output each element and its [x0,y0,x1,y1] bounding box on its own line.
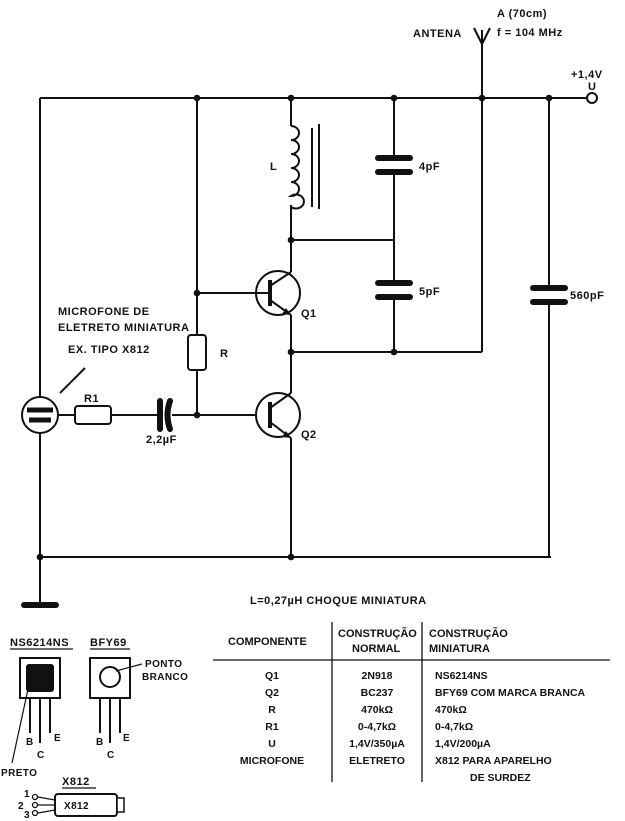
capacitor-4pf-label: 4pF [419,161,440,173]
antenna-label: ANTENA [413,28,462,40]
table-cell: 0-4,7kΩ [358,721,396,733]
x812-title: X812 [62,776,90,788]
table-header-miniatura-line2: MINIATURA [429,643,490,655]
transistor-q1-label: Q1 [301,308,317,320]
table-cell: R [268,704,276,716]
x812-body-label: X812 [64,801,89,812]
components-table: COMPONENTE CONSTRUÇÃO NORMAL CONSTRUÇÃO … [213,622,610,784]
microphone-label-line2: ELETRETO MINIATURA [58,322,189,334]
ponto-branco-label-line2: BRANCO [142,672,188,683]
table-cell: DE SURDEZ [470,772,531,784]
resistor-r1 [74,405,112,425]
bfy69-pin-e: E [123,733,130,744]
microphone-pointer [59,367,86,394]
capacitor-coupling-label: 2,2µF [146,434,177,446]
capacitor-560pf [530,285,568,305]
antenna-length-label: A (70cm) [497,8,547,20]
table-cell: Q1 [265,670,279,682]
ns6214ns-title: NS6214NS [10,637,69,649]
table-rows: Q1 2N918 NS6214NS Q2 BC237 BFY69 COM MARCA BR… [240,670,586,784]
ns6214ns-pin-e: E [54,733,61,744]
capacitor-5pf [375,280,413,300]
table-cell: MICROFONE [240,755,304,767]
inductor-coil [287,124,320,210]
supply-u-label: U [588,81,596,93]
table-cell: NS6214NS [435,670,488,682]
table-cell: 2N918 [362,670,393,682]
ns6214ns-package [11,657,61,764]
ponto-branco-label-line1: PONTO [145,659,182,670]
antenna-frequency-label: f = 104 MHz [497,27,563,39]
table-cell: ELETRETO [349,755,405,767]
table-cell: 1,4V/200µA [435,738,491,750]
preto-label: PRETO [1,768,37,779]
table-header-componente: COMPONENTE [228,636,307,648]
x812-pin-2: 2 [18,801,24,812]
microphone-label-line1: MICROFONE DE [58,306,150,318]
table-cell: 1,4V/350µA [349,738,405,750]
bfy69-title: BFY69 [90,637,127,649]
microphone-symbol [21,396,59,434]
capacitor-coupling [157,398,173,432]
capacitor-5pf-label: 5pF [419,286,440,298]
table-cell: 0-4,7kΩ [435,721,473,733]
capacitor-560pf-label: 560pF [570,290,604,302]
table-cell: X812 PARA APARELHO [435,755,552,767]
transistor-q2-label: Q2 [301,429,317,441]
table-cell: Q2 [265,687,279,699]
x812-pin-3: 3 [24,810,30,821]
x812-package [31,793,125,817]
resistor-r [187,334,207,371]
microphone-label-line3: EX. TIPO X812 [68,344,150,356]
table-header-normal-line2: NORMAL [352,643,401,655]
transistor-q2 [255,392,301,439]
antenna-symbol [473,27,491,45]
junction-dots [36,94,553,561]
capacitor-4pf [375,155,413,175]
resistor-r1-label: R1 [84,393,99,405]
resistor-r-label: R [220,348,228,360]
supply-terminal [586,92,598,104]
bfy69-package [89,657,143,743]
table-cell: R1 [265,721,279,733]
bfy69-pin-c: C [107,750,115,761]
bfy69-pin-b: B [96,737,104,748]
x812-pin-1: 1 [24,789,30,800]
ns6214ns-pin-b: B [26,737,34,748]
ns6214ns-pin-c: C [37,750,45,761]
supply-voltage-label: +1,4V [571,69,603,81]
table-cell: 470kΩ [435,704,467,716]
table-cell: BFY69 COM MARCA BRANCA [435,687,586,699]
inductor-note: L=0,27µH CHOQUE MINIATURA [250,595,427,607]
table-cell: BC237 [361,687,394,699]
transistor-q1 [255,270,301,316]
table-cell: U [268,738,276,750]
inductor-label: L [270,161,277,173]
table-header-miniatura-line1: CONSTRUÇÃO [429,627,508,640]
table-header-normal-line1: CONSTRUÇÃO [338,627,417,640]
table-cell: 470kΩ [361,704,393,716]
